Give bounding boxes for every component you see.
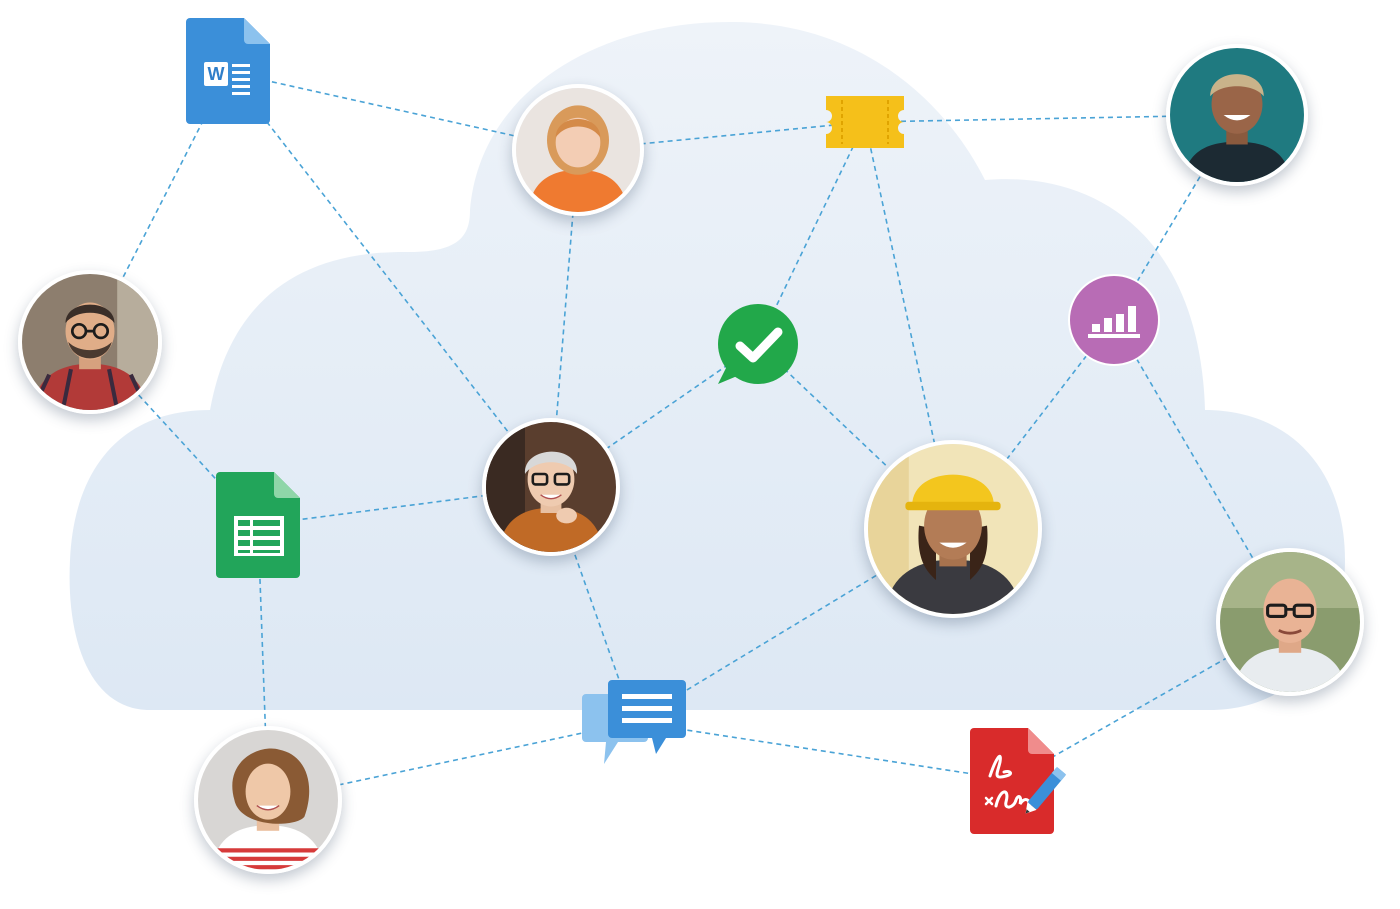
person-avatar-orange-sweater[interactable] (512, 84, 644, 216)
connection-line-word-doc-to-person-grey-hair (227, 71, 552, 488)
chat-bubbles-icon[interactable] (582, 680, 686, 768)
bar-chart-icon[interactable] (1068, 274, 1160, 366)
person-avatar-bald-glasses[interactable] (1216, 548, 1364, 696)
person-avatar-curly-hair[interactable] (194, 726, 342, 874)
ticket-icon[interactable] (826, 96, 904, 148)
word-letter: W (208, 64, 225, 84)
checkmark-icon[interactable] (716, 302, 800, 386)
person-avatar-hard-hat[interactable] (864, 440, 1042, 618)
spreadsheet-icon[interactable] (216, 472, 300, 578)
word-document-icon[interactable]: W (186, 18, 270, 124)
person-avatar-glasses-plaid[interactable] (18, 270, 162, 414)
person-avatar-teal-background[interactable] (1166, 44, 1308, 186)
connection-line-chat-to-pdf-sign (633, 721, 1013, 781)
connection-line-ticket-to-person-hard-hat (864, 121, 954, 530)
person-avatar-grey-hair[interactable] (482, 418, 620, 556)
pdf-signature-icon[interactable] (970, 728, 1080, 836)
connection-line-person-hard-hat-to-chat (633, 528, 954, 723)
